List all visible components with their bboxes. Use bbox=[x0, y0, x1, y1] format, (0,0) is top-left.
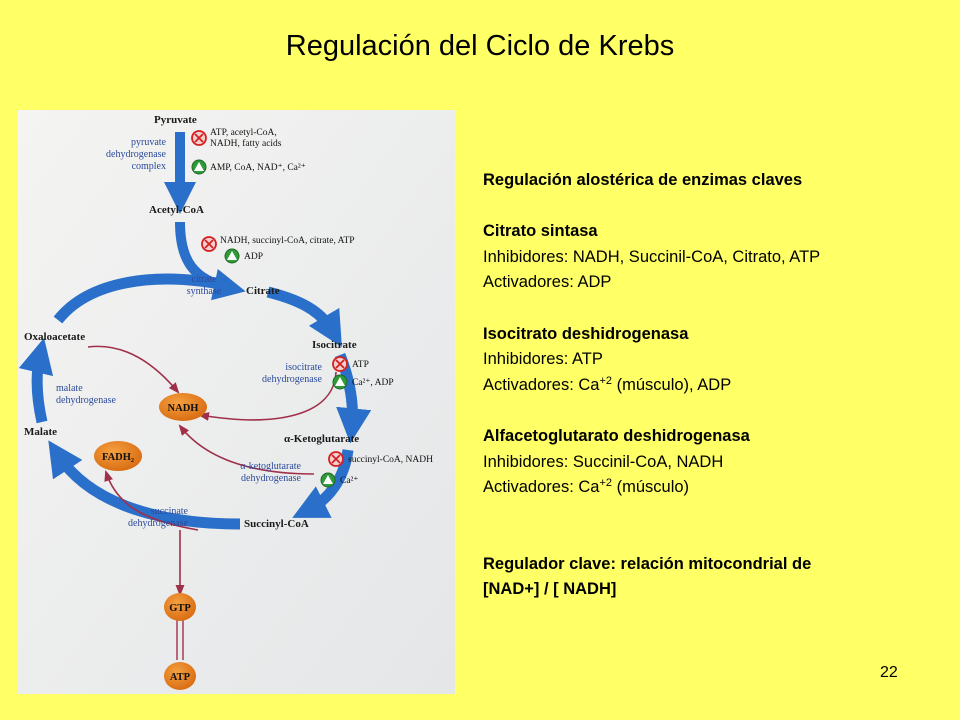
page-number: 22 bbox=[880, 664, 898, 681]
cs-inhibitors: NADH, succinyl-CoA, citrate, ATP bbox=[220, 236, 355, 246]
label-citrate: Citrate bbox=[246, 285, 280, 297]
nadh-label: NADH bbox=[168, 403, 199, 414]
label-acetyl-coa: Acetyl-CoA bbox=[149, 204, 204, 216]
pdh-activators: AMP, CoA, NAD⁺, Ca²⁺ bbox=[210, 163, 306, 173]
pdh-inhibitor-icon bbox=[191, 130, 207, 146]
fadh2-arrow bbox=[104, 469, 199, 531]
cycle-arc-citrate-isocitrate bbox=[266, 286, 342, 348]
nadh-arrow-akgdh bbox=[178, 424, 315, 475]
label-oxaloacetate: Oxaloacetate bbox=[24, 331, 85, 343]
enzyme-akgdh-1: α-ketoglutarate bbox=[240, 461, 301, 472]
pdh-inhibitors-line1: ATP, acetyl-CoA, bbox=[210, 128, 277, 138]
key-regulator-line2: [NAD+] / [ NADH] bbox=[483, 580, 617, 599]
enzyme-idh-1: isocitrate bbox=[285, 362, 322, 373]
nadh-arrow-idh bbox=[197, 371, 337, 421]
idh-activator-icon bbox=[332, 374, 348, 390]
atp-label: ATP bbox=[170, 672, 191, 683]
cs-inhibitor-icon bbox=[201, 236, 217, 252]
enzyme-pdh-1: pyruvate bbox=[131, 137, 167, 148]
enzyme-mdh-2: dehydrogenase bbox=[56, 395, 117, 406]
isocitrate-dh-title: Isocitrato deshidrogenasa bbox=[483, 324, 689, 343]
cs-activator-icon bbox=[224, 248, 240, 264]
enzyme-sdh-1: succinate bbox=[151, 506, 189, 517]
cycle-arc-malate-oxaloacetate bbox=[18, 337, 54, 424]
idh-inhibitors: ATP bbox=[352, 360, 369, 370]
label-isocitrate: Isocitrate bbox=[312, 339, 357, 351]
label-alpha-ketoglutarate: α-Ketoglutarate bbox=[284, 433, 359, 445]
regulation-text-panel: Regulación alostérica de enzimas claves … bbox=[483, 168, 943, 603]
akg-dh-inhibitors: Inhibidores: Succinil-CoA, NADH bbox=[483, 452, 724, 471]
akgdh-inhibitor-icon bbox=[328, 451, 344, 467]
cycle-arc-akg-succinyl bbox=[292, 449, 354, 518]
fadh2-oval bbox=[94, 441, 142, 471]
panel-heading: Regulación alostérica de enzimas claves bbox=[483, 171, 803, 189]
gtp-oval bbox=[164, 593, 196, 621]
akgdh-activators: Ca²⁺ bbox=[340, 476, 358, 486]
isocitrate-dh-inhibitors: Inhibidores: ATP bbox=[483, 350, 603, 369]
cycle-arc-oxaloacetate-citrate bbox=[53, 273, 232, 324]
akgdh-activator-icon bbox=[320, 472, 336, 488]
gtp-label: GTP bbox=[169, 603, 191, 614]
pdh-activator-icon bbox=[191, 159, 207, 175]
label-succinyl-coa: Succinyl-CoA bbox=[244, 518, 309, 530]
idh-activators: Ca²⁺, ADP bbox=[352, 378, 394, 388]
isocitrate-dh-activators: Activadores: Ca+2 (músculo), ADP bbox=[483, 374, 732, 394]
akgdh-inhibitors: succinyl-CoA, NADH bbox=[348, 455, 433, 465]
pdh-inhibitors-line2: NADH, fatty acids bbox=[210, 138, 282, 149]
key-regulator-line1: Regulador clave: relación mitocondrial d… bbox=[483, 554, 812, 573]
fadh2-label: FADH₂ bbox=[102, 452, 134, 463]
label-malate: Malate bbox=[24, 426, 57, 438]
enzyme-pdh-3: complex bbox=[132, 161, 166, 172]
citrate-synthase-inhibitors: Inhibidores: NADH, Succinil-CoA, Citrato… bbox=[483, 247, 821, 266]
enzyme-cs-1: citrate bbox=[192, 274, 218, 285]
citrate-synthase-title: Citrato sintasa bbox=[483, 222, 598, 241]
akg-dh-title: Alfacetoglutarato deshidrogenasa bbox=[483, 426, 750, 445]
enzyme-sdh-2: dehydrogenase bbox=[128, 518, 189, 529]
krebs-cycle-diagram: Pyruvate Acetyl-CoA Citrate Isocitrate α… bbox=[18, 110, 455, 694]
enzyme-idh-2: dehydrogenase bbox=[262, 374, 323, 385]
idh-inhibitor-icon bbox=[332, 356, 348, 372]
cs-activators: ADP bbox=[244, 252, 263, 262]
enzyme-pdh-2: dehydrogenase bbox=[106, 149, 167, 160]
enzyme-cs-2: synthase bbox=[187, 286, 222, 297]
nadh-oval bbox=[159, 393, 207, 421]
diagram-background bbox=[18, 110, 455, 694]
atp-oval bbox=[164, 662, 196, 690]
enzyme-mdh-1: malate bbox=[56, 383, 83, 394]
enzyme-akgdh-2: dehydrogenase bbox=[241, 473, 302, 484]
citrate-synthase-activators: Activadores: ADP bbox=[483, 273, 612, 292]
akg-dh-activators: Activadores: Ca+2 (músculo) bbox=[483, 477, 690, 497]
page-title: Regulación del Ciclo de Krebs bbox=[285, 30, 675, 62]
nadh-arrow-mdh bbox=[87, 345, 180, 394]
label-pyruvate: Pyruvate bbox=[154, 114, 197, 126]
